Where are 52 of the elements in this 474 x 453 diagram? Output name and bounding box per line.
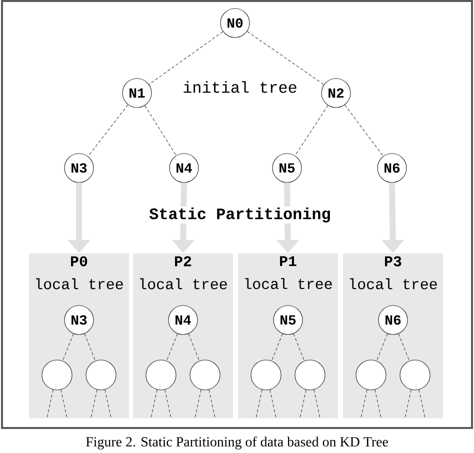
tree-edge [418,389,426,418]
tree-edge [293,333,305,362]
tree-edge [150,389,158,418]
tree-edge [104,389,112,418]
tree-edge [188,333,200,362]
tree-edge [208,389,216,418]
tree-node: N6 [378,305,408,335]
tree-node: N1 [122,78,152,108]
tree-node [146,360,176,390]
tree-node [42,360,72,390]
tree-edge [144,105,176,156]
tree-edge [398,333,410,362]
tree-node: N2 [321,78,351,108]
tree-node [400,360,430,390]
tree-node [86,360,116,390]
tree-edge [256,389,262,418]
caption: Figure 2. Static Partitioning of data based on KD Tree [86,436,388,450]
tree-node: N3 [64,153,94,183]
tree-edge [194,389,202,418]
tree-node [250,360,282,390]
tree-edge [60,389,68,418]
tree-node [294,360,326,390]
tree-node: N5 [273,305,303,335]
tree-edge [294,105,328,156]
tree-edge [300,389,306,418]
tree-edge [271,333,283,362]
tree-edge [148,31,224,85]
text-label: Static Partitioning [148,206,332,224]
tree-edge [90,389,98,418]
tree-edge [46,389,54,418]
text-label: initial tree [182,80,298,94]
tree-node [190,360,220,390]
tree-node: N4 [169,153,199,183]
tree-edge [360,389,368,418]
tree-node: N6 [377,153,407,183]
tree-edge [374,389,382,418]
tree-edge [376,333,388,362]
tree-edge [314,389,320,418]
tree-edge [62,333,74,362]
tree-node: N5 [272,153,302,183]
tree-edge [84,333,96,362]
tree-edge [246,31,324,85]
tree-edge [166,333,178,362]
tree-edge [270,389,276,418]
tree-edge [164,389,172,418]
tree-node: N0 [220,8,250,38]
tree-node [356,360,386,390]
tree-edge [88,104,128,157]
tree-edge [404,389,412,418]
tree-node: N4 [168,305,198,335]
tree-node: N3 [64,305,94,335]
tree-edge [344,104,384,156]
